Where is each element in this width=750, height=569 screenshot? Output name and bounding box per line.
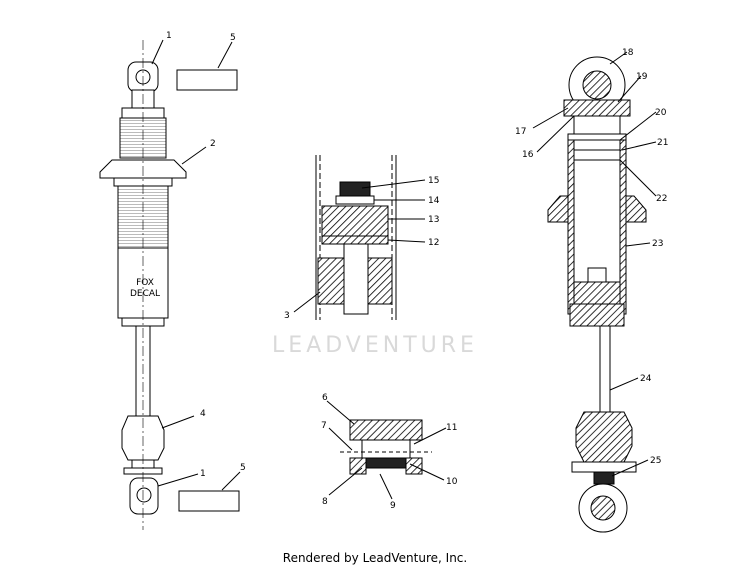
- callout-9: 9: [390, 501, 396, 511]
- footer-credit: Rendered by LeadVenture, Inc.: [282, 551, 468, 565]
- callout-20: 20: [655, 108, 667, 118]
- callout-19: 19: [636, 72, 648, 82]
- callout-12: 12: [428, 238, 439, 248]
- callout-1-top: 1: [166, 31, 172, 41]
- callout-15: 15: [428, 176, 439, 186]
- callout-6: 6: [322, 393, 328, 403]
- callout-13: 13: [428, 215, 439, 225]
- decal-text-line-2: DECAL: [130, 289, 160, 299]
- callout-2: 2: [210, 139, 216, 149]
- callout-labels: 1 1 2 3 4 5 5 6 7 8 9 10 11 12 13 14 15 …: [166, 31, 668, 511]
- callout-4: 4: [200, 409, 206, 419]
- leader-lines: [151, 39, 657, 500]
- callout-17: 17: [515, 127, 526, 137]
- callout-10: 10: [446, 477, 458, 487]
- callout-18: 18: [622, 48, 634, 58]
- callout-23: 23: [652, 239, 663, 249]
- right-shock-cutaway: [547, 56, 647, 533]
- decal-text-line-1: FOX: [136, 278, 154, 288]
- callout-24: 24: [640, 374, 652, 384]
- callout-5-bottom: 5: [240, 463, 246, 473]
- base-valve-detail: [340, 419, 432, 475]
- callout-5-top: 5: [230, 33, 236, 43]
- callout-8: 8: [322, 497, 328, 507]
- left-shock-assembly: FOX DECAL: [99, 40, 240, 530]
- callout-7: 7: [321, 421, 327, 431]
- callout-1-bottom: 1: [200, 469, 206, 479]
- callout-11: 11: [446, 423, 457, 433]
- watermark: LEADVENTURE: [272, 333, 478, 358]
- callout-25: 25: [650, 456, 661, 466]
- callout-21: 21: [657, 138, 668, 148]
- callout-3: 3: [284, 311, 290, 321]
- callout-16: 16: [522, 150, 534, 160]
- callout-22: 22: [656, 194, 667, 204]
- piston-detail-top: [315, 155, 397, 320]
- callout-14: 14: [428, 196, 440, 206]
